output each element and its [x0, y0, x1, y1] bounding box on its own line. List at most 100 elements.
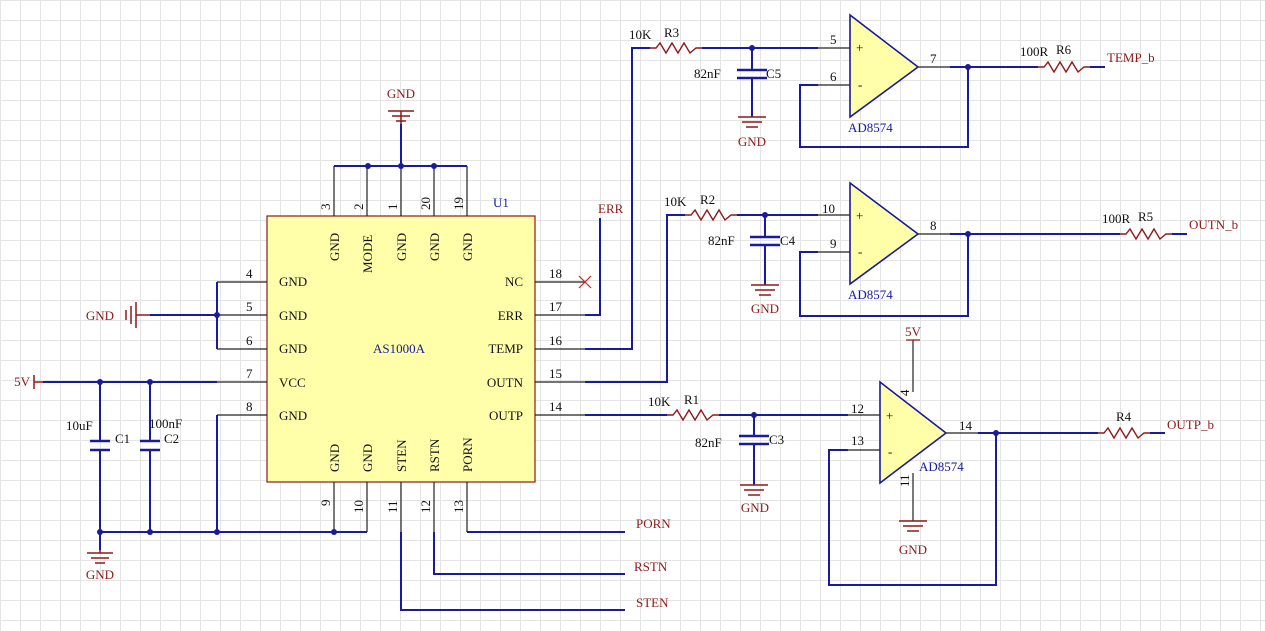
- pin-num: 8: [930, 218, 937, 233]
- u1-bottom-pins: 9 10 11 12 13 GND GND STEN RSTN PORN: [318, 437, 475, 532]
- net-sten: STEN: [636, 595, 669, 610]
- cap-ref: C1: [115, 431, 130, 446]
- pin-num: 10: [351, 500, 366, 513]
- vcc-label: 5V: [905, 324, 922, 339]
- pin-num: 15: [549, 366, 562, 381]
- gnd-symbol-bottom: GND: [86, 550, 114, 582]
- pin-num: 10: [822, 201, 835, 216]
- cap-ref: C5: [766, 66, 781, 81]
- cap-value: 82nF: [694, 66, 721, 81]
- pin-num: 4: [897, 389, 912, 396]
- net-porn: PORN: [636, 516, 671, 531]
- pin-num: 18: [549, 266, 562, 281]
- pin-name: GND: [394, 233, 409, 261]
- res-value: 100R: [1102, 211, 1131, 226]
- opamp-2[interactable]: [849, 181, 920, 286]
- vcc-port-left: 5V: [14, 374, 43, 389]
- res-ref: R1: [684, 392, 699, 407]
- net-outn-b: OUTN_b: [1189, 217, 1238, 232]
- cap-value: 82nF: [708, 233, 735, 248]
- cap-ref: C4: [780, 233, 796, 248]
- gnd-symbol-left: GND: [86, 302, 150, 328]
- pin-name: NC: [505, 274, 523, 289]
- res-value: 10K: [629, 27, 652, 42]
- opamp-part: AD8574: [848, 287, 893, 302]
- capacitor-c1[interactable]: 10uF C1: [66, 418, 130, 452]
- pin-num: 6: [246, 333, 253, 348]
- opamp-1[interactable]: [849, 13, 920, 119]
- resistor-r2: [685, 208, 737, 222]
- pin-num: 5: [246, 299, 253, 314]
- u1-designator: U1: [493, 195, 509, 210]
- res-ref: R6: [1056, 42, 1072, 57]
- pin-name: GND: [460, 233, 475, 261]
- res-value: 10K: [664, 194, 687, 209]
- pin-num: 17: [549, 299, 563, 314]
- opamp-minus: -: [888, 444, 892, 459]
- opamp-plus: +: [856, 208, 863, 223]
- vcc-label: 5V: [14, 374, 31, 389]
- u1-part: AS1000A: [373, 341, 426, 356]
- pin-name: GND: [327, 444, 342, 472]
- res-ref: R3: [664, 25, 679, 40]
- cap-ref: C3: [769, 432, 784, 447]
- pin-name: RSTN: [427, 438, 442, 472]
- pin-num: 14: [549, 399, 563, 414]
- pin-num: 12: [851, 401, 864, 416]
- pin-num: 11: [897, 474, 912, 487]
- net-rstn: RSTN: [634, 559, 668, 574]
- res-ref: R2: [700, 192, 715, 207]
- pin-name: GND: [360, 444, 375, 472]
- pin-num: 5: [830, 32, 837, 47]
- pin-num: 2: [351, 204, 366, 211]
- pin-name: GND: [279, 308, 307, 323]
- pin-num: 9: [830, 236, 837, 251]
- pin-num: 13: [451, 500, 466, 513]
- pin-name: OUTP: [489, 408, 523, 423]
- pin-name: GND: [279, 274, 307, 289]
- u1-chip[interactable]: U1 AS1000A: [266, 195, 536, 483]
- no-connect-marker: [578, 275, 592, 289]
- net-labels-u1: ERR PORN RSTN STEN: [598, 201, 671, 610]
- pin-num: 13: [851, 433, 864, 448]
- pin-num: 4: [246, 266, 253, 281]
- net-outp-b: OUTP_b: [1167, 417, 1214, 432]
- stage-outp: 10K R1 82nF C3 GND + - 12 13 14 4 11 AD8…: [648, 324, 1214, 586]
- resistor-r5: [1120, 227, 1172, 241]
- pin-num: 7: [930, 51, 937, 66]
- pin-num: 7: [246, 366, 253, 381]
- opamp-3[interactable]: [879, 380, 948, 485]
- gnd-label: GND: [86, 308, 114, 323]
- gnd-label: GND: [741, 500, 769, 515]
- pin-name: STEN: [394, 439, 409, 472]
- res-value: 10K: [648, 394, 671, 409]
- opamp-part: AD8574: [919, 459, 964, 474]
- pin-num: 20: [418, 197, 433, 210]
- pin-name: GND: [279, 408, 307, 423]
- pin-name: ERR: [498, 308, 524, 323]
- res-ref: R4: [1116, 409, 1132, 424]
- pin-num: 16: [549, 333, 563, 348]
- pin-num: 19: [451, 197, 466, 210]
- pin-num: 6: [830, 69, 837, 84]
- gnd-label: GND: [899, 542, 927, 557]
- resistor-r1: [667, 408, 719, 422]
- gnd-label: GND: [387, 86, 415, 101]
- opamp-minus: -: [858, 77, 862, 92]
- pin-num: 12: [418, 500, 433, 513]
- capacitor-c2[interactable]: 100nF C2: [140, 416, 182, 452]
- res-value: 100R: [1020, 44, 1049, 59]
- cap-value: 82nF: [695, 435, 722, 450]
- pin-name: PORN: [460, 437, 475, 472]
- opamp-plus: +: [856, 40, 863, 55]
- pin-num: 8: [246, 399, 253, 414]
- cap-value: 100nF: [149, 416, 182, 431]
- pin-name: GND: [327, 233, 342, 261]
- pin-num: 9: [318, 500, 333, 507]
- u1-right-pins: 18 17 16 15 14 NC ERR TEMP OUTN OUTP: [487, 266, 585, 423]
- u1-wires: [43, 47, 685, 611]
- u1-top-pins: 3 2 1 20 19 GND MODE GND GND GND: [318, 166, 475, 273]
- cap-value: 10uF: [66, 418, 93, 433]
- gnd-label: GND: [738, 134, 766, 149]
- pin-name: GND: [427, 233, 442, 261]
